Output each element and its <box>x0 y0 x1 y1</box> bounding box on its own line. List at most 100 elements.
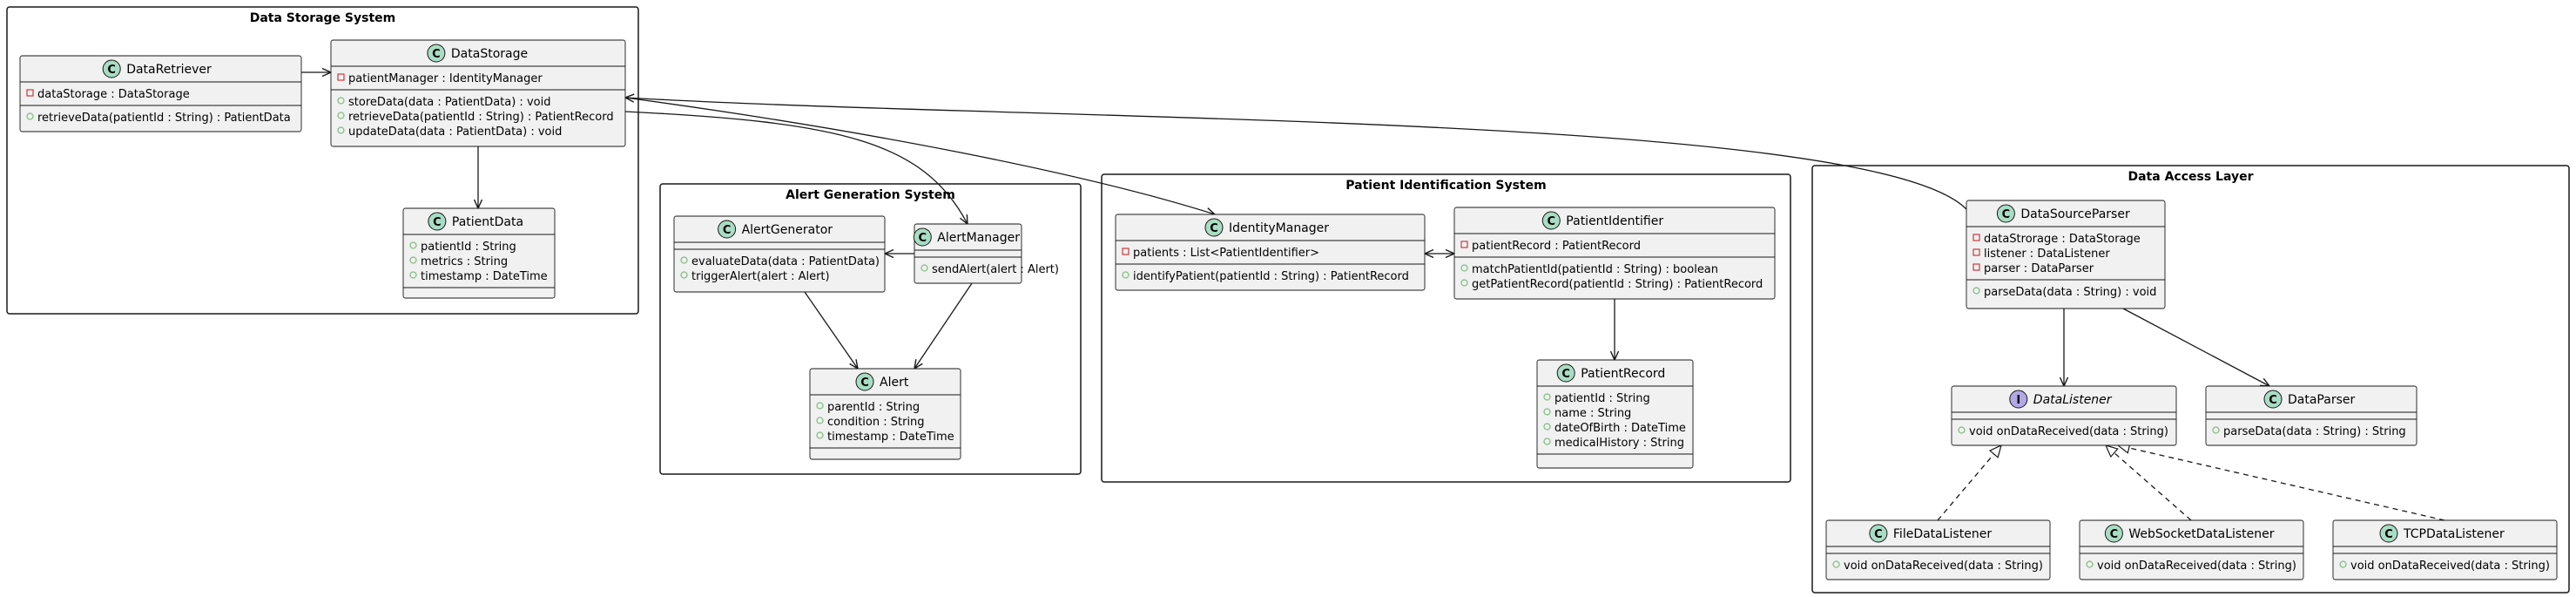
public-visibility-icon <box>337 97 345 105</box>
class-name: DataSourceParser <box>2020 207 2130 221</box>
class-websocket-data-listener[interactable]: C WebSocketDataListener void onDataReceive… <box>2079 519 2304 580</box>
class-member: dataStrorage : DataStorage <box>1984 233 2141 246</box>
class-member: void onDataReceived(data : String) <box>2350 560 2550 573</box>
class-member: listener : DataListener <box>1984 248 2110 261</box>
private-visibility-icon <box>1460 241 1468 248</box>
relation-tcp-data-listener-to-data-listener <box>2116 442 2445 521</box>
public-visibility-icon <box>1460 264 1468 272</box>
package-frame <box>1101 173 1791 483</box>
stereotype-letter: C <box>723 224 732 237</box>
relations-layer <box>301 67 2445 521</box>
relation-line <box>624 111 968 225</box>
class-name: DataListener <box>2033 393 2113 407</box>
relation-line <box>624 97 1216 215</box>
class-box <box>19 55 302 132</box>
private-visibility-icon <box>337 73 345 81</box>
public-visibility-icon <box>1832 560 1840 568</box>
class-member: void onDataReceived(data : String) <box>1969 425 2168 438</box>
public-visibility-icon <box>1543 408 1551 416</box>
class-member: updateData(data : PatientData) : void <box>348 126 562 139</box>
stereotype-letter: C <box>433 216 442 229</box>
class-member: dataStorage : DataStorage <box>37 88 190 101</box>
class-name: DataParser <box>2288 393 2355 407</box>
package-title: Patient Identification System <box>1345 179 1546 193</box>
relation-line <box>624 97 1967 210</box>
class-stereotype-icon <box>1556 363 1575 383</box>
private-visibility-icon <box>1972 234 1980 241</box>
package-frame <box>1811 165 2570 594</box>
package-frame <box>6 6 639 315</box>
class-member: storeData(data : PatientData) : void <box>348 96 550 109</box>
class-stereotype-icon <box>2379 524 2398 543</box>
relation-data-source-parser-to-data-parser <box>2122 308 2271 387</box>
class-stereotype-icon <box>102 59 121 78</box>
public-visibility-icon <box>816 417 824 424</box>
public-visibility-icon <box>816 402 824 410</box>
class-member: metrics : String <box>421 255 508 268</box>
public-visibility-icon <box>409 241 417 249</box>
stereotype-letter: C <box>2384 528 2393 541</box>
public-visibility-icon <box>680 256 688 264</box>
class-stereotype-icon <box>428 212 447 231</box>
class-stereotype-icon <box>1204 218 1224 237</box>
class-name: WebSocketDataListener <box>2128 527 2274 541</box>
public-visibility-icon <box>1543 423 1551 431</box>
class-box <box>2205 385 2418 446</box>
class-member: evaluateData(data : PatientData) <box>691 255 880 268</box>
class-member: getPatientRecord(patientId : String) : P… <box>1472 278 1763 291</box>
class-stereotype-icon <box>427 44 446 63</box>
class-member: matchPatientId(patientId : String) : boo… <box>1472 263 1718 276</box>
class-member: void onDataReceived(data : String) <box>1844 560 2043 573</box>
class-name: PatientRecord <box>1581 367 1665 381</box>
class-name: FileDataListener <box>1893 527 1992 541</box>
class-name: DataRetriever <box>126 63 212 77</box>
relation-line <box>914 282 973 370</box>
class-member: medicalHistory : String <box>1554 437 1684 450</box>
class-stereotype-icon <box>2263 390 2283 409</box>
package-title: Alert Generation System <box>786 188 955 202</box>
class-member: sendAlert(alert : Alert) <box>932 263 1059 276</box>
stereotype-letter: C <box>2110 528 2119 541</box>
relation-line <box>804 291 859 370</box>
package-data-storage-system: Data Storage System <box>6 6 639 315</box>
relation-alert-manager-to-alert <box>914 282 973 370</box>
class-member: triggerAlert(alert : Alert) <box>691 270 830 283</box>
class-member: patientId : String <box>1554 392 1650 405</box>
public-visibility-icon <box>1460 279 1468 287</box>
class-member: void onDataReceived(data : String) <box>2097 560 2296 573</box>
class-stereotype-icon <box>1996 204 2015 223</box>
relation-data-source-parser-to-data-listener <box>2059 309 2069 388</box>
class-box <box>1115 214 1426 291</box>
relation-patient-identifier-to-patient-record <box>1609 299 1620 362</box>
class-stereotype-icon <box>1869 524 1888 543</box>
class-box <box>402 207 556 299</box>
relation-file-data-listener-to-data-listener <box>1937 444 2002 521</box>
public-visibility-icon <box>1543 438 1551 445</box>
class-member: patientId : String <box>421 241 516 254</box>
class-stereotype-icon <box>855 372 874 391</box>
public-visibility-icon <box>2086 560 2094 568</box>
stereotype-letter: C <box>107 64 116 77</box>
public-visibility-icon <box>2212 426 2220 434</box>
stereotype-letter: C <box>860 377 869 390</box>
class-member: patientManager : IdentityManager <box>348 72 543 85</box>
class-box <box>330 39 626 147</box>
class-member: condition : String <box>827 416 925 429</box>
class-member: parentId : String <box>827 401 920 414</box>
relation-line <box>2117 444 2445 521</box>
class-box <box>914 223 1022 284</box>
